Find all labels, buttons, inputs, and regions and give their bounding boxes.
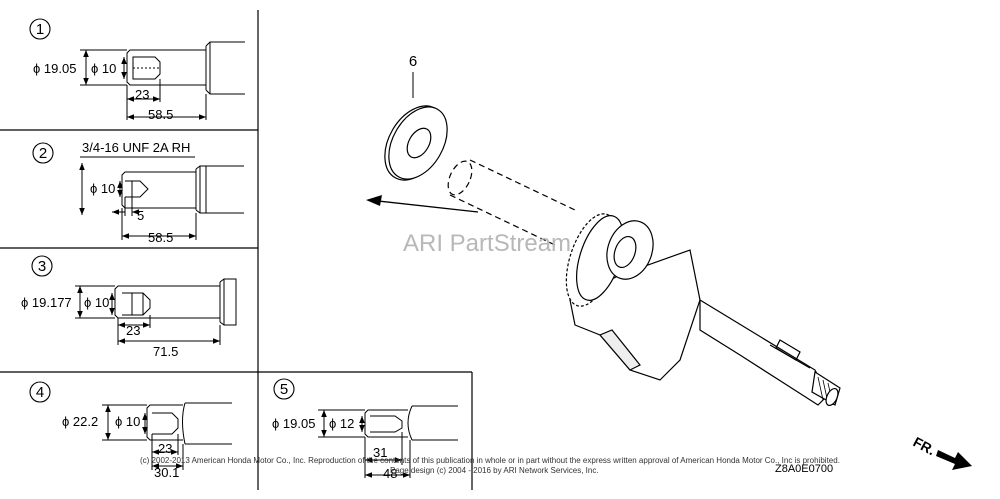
variant-5-inner-dia: ϕ 12 [329, 416, 354, 431]
variant-3-callout-circle [31, 255, 53, 277]
variant-1-dim-long: 58.5 [148, 107, 173, 122]
crankshaft [447, 159, 841, 407]
variant-1-detail: 1 ϕ 19.05 ϕ 10 23 58.5 [29, 18, 245, 122]
fr-arrow-icon [936, 450, 972, 470]
variant-3-number: 3 [38, 258, 46, 275]
part-6-callout: 6 [409, 53, 417, 70]
variant-4-outer-dia: ϕ 22.2 [62, 414, 98, 429]
variant-2-dim-long: 58.5 [148, 230, 173, 245]
variant-5-number: 5 [280, 381, 288, 398]
variant-2-callout-circle [32, 142, 54, 164]
variant-2-detail: 2 3/4-16 UNF 2A RH ϕ 10 5 58.5 [32, 140, 244, 245]
variant-4-dim-long: 30.1 [154, 465, 179, 480]
variant-3-detail: 3 ϕ 19.177 ϕ 10 23 71.5 [21, 255, 237, 359]
variant-3-outer-dia: ϕ 19.177 [21, 295, 72, 310]
front-direction-indicator: FR. [911, 434, 972, 470]
variant-1-inner-dia: ϕ 10 [91, 61, 116, 76]
watermark: ARI PartStream [403, 230, 571, 257]
variant-4-callout-circle [29, 381, 51, 403]
variant-5-dim-long: 48 [383, 466, 397, 481]
variant-5-dim-short: 31 [373, 445, 387, 460]
variant-4-dim-short: 23 [158, 441, 172, 456]
variant-1-number: 1 [36, 21, 44, 38]
variant-1-dim-short: 23 [135, 87, 149, 102]
variant-4-inner-dia: ϕ 10 [115, 414, 140, 429]
variant-2-inner-dia: ϕ 10 [90, 181, 115, 196]
fr-label: FR. [911, 434, 938, 459]
variant-5-outer-dia: ϕ 19.05 [272, 416, 315, 431]
variant-4-number: 4 [36, 384, 44, 401]
variant-5-detail: 5 ϕ 19.05 ϕ 12 31 48 [272, 378, 458, 481]
variant-3-dim-short: 23 [126, 323, 140, 338]
variant-5-callout-circle [273, 378, 295, 400]
variant-2-number: 2 [39, 145, 47, 162]
copyright-line-2: Page design (c) 2004 - 2016 by ARI Netwo… [390, 466, 599, 475]
variant-4-detail: 4 ϕ 22.2 ϕ 10 23 30.1 [29, 381, 232, 480]
panel-frame [0, 10, 473, 490]
variant-2-thread-spec: 3/4-16 UNF 2A RH [82, 140, 190, 155]
variant-3-dim-long: 71.5 [153, 344, 178, 359]
assembly-direction-arrow [366, 195, 479, 213]
variant-1-outer-dia: ϕ 19.05 [33, 61, 76, 76]
diagram-code: Z8A0E0700 [775, 463, 833, 475]
variant-3-inner-dia: ϕ 10 [84, 295, 109, 310]
part-6-washer: 6 [384, 53, 448, 181]
variant-1-callout-circle [29, 18, 51, 40]
variant-2-dim-short: 5 [137, 208, 144, 223]
copyright-line-1: (c) 2002-2013 American Honda Motor Co., … [140, 456, 840, 465]
